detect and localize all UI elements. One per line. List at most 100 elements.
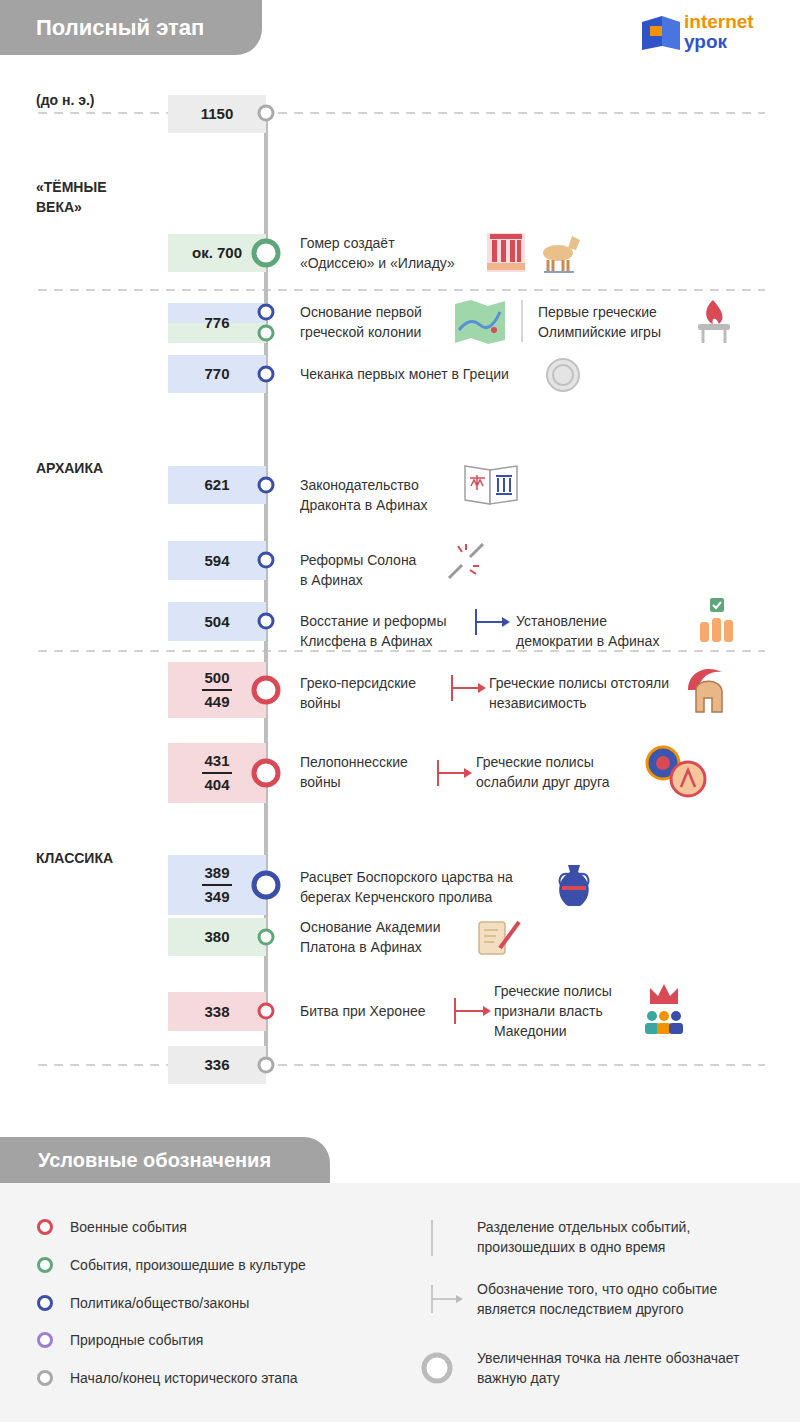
consequence-arrow-part: [502, 617, 510, 627]
date-box: 1150: [168, 95, 266, 133]
date-box: 389349: [168, 855, 266, 915]
homer-icon: [487, 233, 525, 272]
timeline-dot-part: [254, 873, 278, 897]
law-book-icon-part: [496, 476, 512, 494]
timeline-dot-part: [259, 305, 273, 319]
event-text: Греческие полисы отстояли независимость: [489, 673, 671, 713]
date-box: 336: [168, 1046, 266, 1084]
event-text: Греческие полисы ослабили друг друга: [476, 752, 638, 792]
law-book-icon-part: [465, 466, 490, 504]
date-text: 621: [202, 474, 231, 496]
trojan-horse-icon: [543, 236, 580, 272]
date-text: 504: [202, 611, 231, 633]
amphora-icon: [559, 865, 589, 906]
event-text: Гомер создаёт «Одиссею» и «Илиаду»: [300, 233, 460, 273]
date-box: 431404: [168, 743, 266, 803]
date-text: 404: [202, 774, 231, 796]
crown-people-icon-part: [645, 1023, 659, 1034]
event-text: Битва при Херонее: [300, 1001, 445, 1021]
date-box: 776: [168, 303, 266, 343]
broken-chain-icon: [449, 544, 483, 578]
era-separator: [38, 113, 765, 1065]
date-box: ок. 700: [168, 234, 266, 272]
voting-hands-icon-part: [724, 620, 733, 642]
voting-hands-icon-part: [712, 618, 721, 642]
crown-people-icon-part: [669, 1023, 683, 1034]
date-box: 594: [168, 541, 266, 580]
event-text: Законодательство Драконта в Афинах: [300, 475, 450, 515]
scroll-icon-part: [484, 930, 498, 942]
legend-title-tab: Условные обозначения: [0, 1137, 330, 1183]
shields-icon-part: [656, 756, 670, 770]
era-label: (до н. э.): [36, 90, 156, 110]
legend-text: Обозначение того, что одно событие являе…: [477, 1279, 747, 1319]
timeline-dot-part: [259, 326, 273, 340]
homer-icon-part: [487, 233, 525, 272]
timeline-dot-part: [259, 367, 273, 381]
amphora-icon-part: [562, 886, 586, 890]
timeline-dot-part: [254, 678, 278, 702]
event-text: Чеканка первых монет в Греции: [300, 364, 540, 384]
trojan-horse-icon-part: [544, 271, 574, 273]
legend-text: Военные события: [70, 1217, 400, 1237]
legend-sample-part: [424, 1355, 450, 1381]
colony-map-icon-part: [455, 300, 505, 344]
event-text: Пелопоннесские войны: [300, 752, 428, 792]
legend-swatch: [37, 1257, 53, 1273]
legend-swatch: [37, 1295, 53, 1311]
era-separator-part: [38, 1064, 765, 1066]
crown-people-icon-part: [650, 984, 678, 1004]
timeline-dot-part: [259, 106, 273, 120]
homer-icon-part: [501, 240, 506, 262]
logo-text: internet: [684, 12, 794, 32]
date-text: 449: [202, 691, 231, 713]
coin-icon: [547, 359, 579, 391]
date-box: 621: [168, 466, 266, 504]
consequence-arrow-part: [438, 760, 464, 786]
homer-icon-part: [517, 240, 521, 262]
crown-people-icon: [645, 984, 683, 1034]
legend-sample: [424, 1220, 463, 1381]
title-tab: Полисный этап: [0, 0, 262, 55]
consequence-arrow-part: [452, 675, 478, 701]
homer-icon-part: [490, 234, 522, 239]
legend-text: Увеличенная точка на ленте обозначает ва…: [477, 1348, 757, 1388]
legend-swatch: [37, 1219, 53, 1235]
date-text: 776: [202, 312, 231, 334]
logo-icon-part: [642, 16, 662, 50]
olympic-flame-icon-part: [706, 300, 722, 324]
timeline-dot-part: [259, 553, 273, 567]
scroll-icon: [479, 922, 519, 954]
timeline-dot-part: [254, 241, 278, 265]
date-box: 500449: [168, 662, 266, 718]
scroll-icon-part: [479, 922, 505, 954]
coin-icon-part: [547, 359, 579, 391]
broken-chain-icon-part: [470, 544, 483, 557]
consequence-arrow-part: [455, 998, 483, 1024]
colony-map-icon-part: [491, 327, 497, 333]
helmet-icon: [688, 669, 722, 712]
shields-icon: [647, 747, 705, 796]
shields-icon-part: [681, 770, 695, 787]
logo-icon-part: [650, 26, 662, 36]
timeline-dot-part: [259, 478, 273, 492]
homer-icon-part: [492, 240, 497, 262]
consequence-arrow-part: [483, 1006, 491, 1016]
logo-icon: [642, 16, 680, 50]
colony-map-icon: [455, 300, 505, 344]
logo-icon-part: [662, 16, 680, 50]
law-book-icon-part: [470, 475, 485, 490]
timeline-dot: [254, 106, 278, 1072]
date-box: 338: [168, 992, 266, 1031]
legend-sample-part: [456, 1295, 463, 1303]
voting-hands-icon-part: [710, 598, 724, 612]
legend-text: Природные события: [70, 1330, 400, 1350]
date-text: 770: [202, 363, 231, 385]
legend-swatch: [37, 1332, 53, 1348]
olympic-flame-icon: [698, 300, 730, 343]
law-book-icon: [465, 466, 517, 504]
era-separator-part: [38, 650, 765, 652]
broken-chain-icon-part: [449, 565, 462, 578]
